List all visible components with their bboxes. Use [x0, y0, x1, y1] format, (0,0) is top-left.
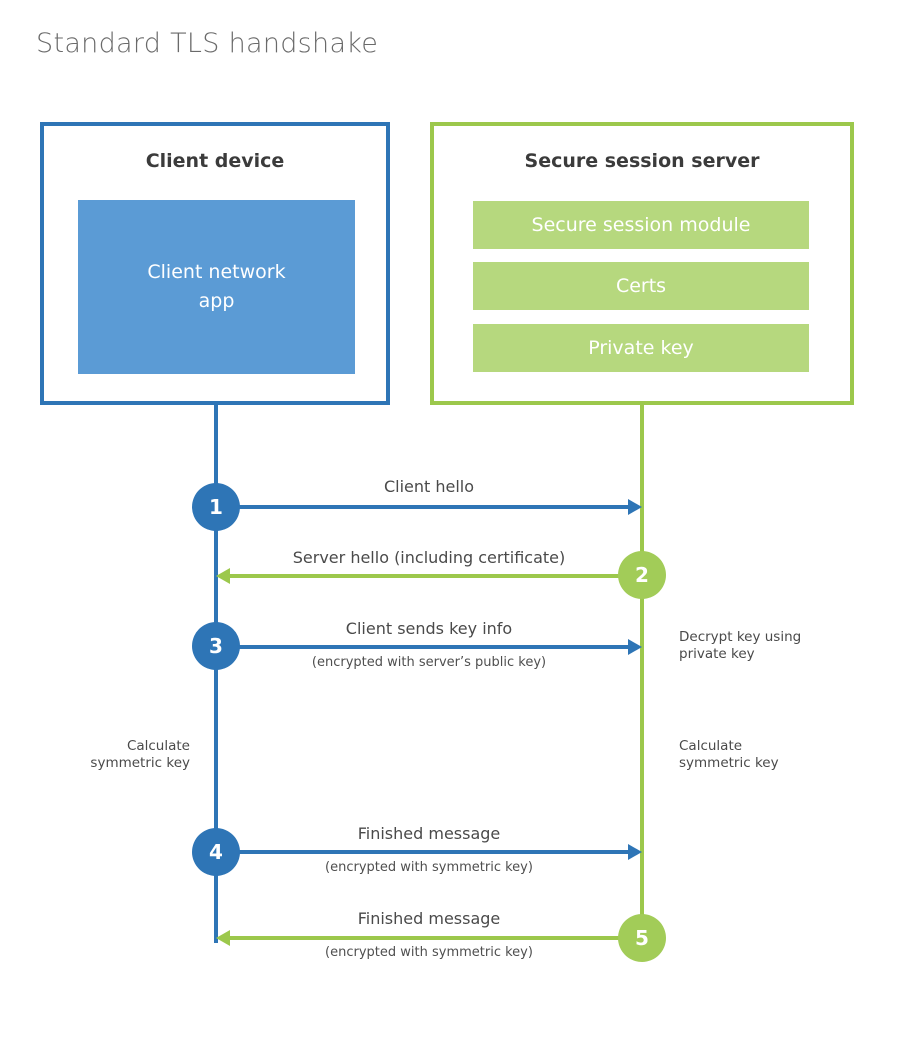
annotation-calculate-symmetric-key-server: Calculate symmetric key: [679, 738, 779, 771]
arrow-shaft-step1: [216, 505, 628, 509]
server-module-secure-session: Secure session module: [473, 201, 809, 249]
flow-sublabel-step5: (encrypted with symmetric key): [325, 945, 533, 960]
step-circle-5: 5: [618, 914, 666, 962]
step-number-4: 4: [209, 840, 223, 864]
flow-label-step4: Finished message: [357, 824, 501, 843]
flow-sublabel-step4: (encrypted with symmetric key): [325, 860, 533, 875]
arrow-shaft-step3: [216, 645, 628, 649]
server-module-private-key: Private key: [473, 324, 809, 372]
flow-label-step2: Server hello (including certificate): [292, 548, 566, 567]
arrow-head-right-icon: [628, 844, 642, 860]
arrow-shaft-step2: [230, 574, 642, 578]
client-lifeline: [214, 403, 218, 943]
flow-label-step1: Client hello: [383, 477, 475, 496]
arrow-head-left-icon: [216, 930, 230, 946]
step-circle-1: 1: [192, 483, 240, 531]
secure-session-server-title: Secure session server: [524, 150, 760, 172]
step-circle-3: 3: [192, 622, 240, 670]
annotation-decrypt-key: Decrypt key using private key: [679, 629, 802, 662]
arrow-head-left-icon: [216, 568, 230, 584]
step-number-3: 3: [209, 634, 223, 658]
annotation-calculate-symmetric-key-client: Calculate symmetric key: [90, 738, 190, 771]
arrow-shaft-step4: [216, 850, 628, 854]
step-circle-4: 4: [192, 828, 240, 876]
client-device-title: Client device: [145, 150, 285, 172]
flow-sublabel-step3: (encrypted with server’s public key): [311, 655, 547, 670]
server-module-certs: Certs: [473, 262, 809, 310]
flow-label-step5: Finished message: [357, 909, 501, 928]
page-title: Standard TLS handshake: [36, 28, 379, 59]
client-network-app-block: Client network app: [78, 200, 355, 374]
step-number-5: 5: [635, 926, 649, 950]
flow-label-step3: Client sends key info: [345, 619, 513, 638]
arrow-head-right-icon: [628, 499, 642, 515]
client-network-app-label: Client network app: [147, 260, 286, 312]
client-device-box: Client device Client network app: [40, 122, 390, 405]
step-number-1: 1: [209, 495, 223, 519]
arrow-head-right-icon: [628, 639, 642, 655]
step-circle-2: 2: [618, 551, 666, 599]
server-lifeline: [640, 403, 644, 938]
arrow-shaft-step5: [230, 936, 642, 940]
step-number-2: 2: [635, 563, 649, 587]
secure-session-server-box: Secure session server Secure session mod…: [430, 122, 854, 405]
